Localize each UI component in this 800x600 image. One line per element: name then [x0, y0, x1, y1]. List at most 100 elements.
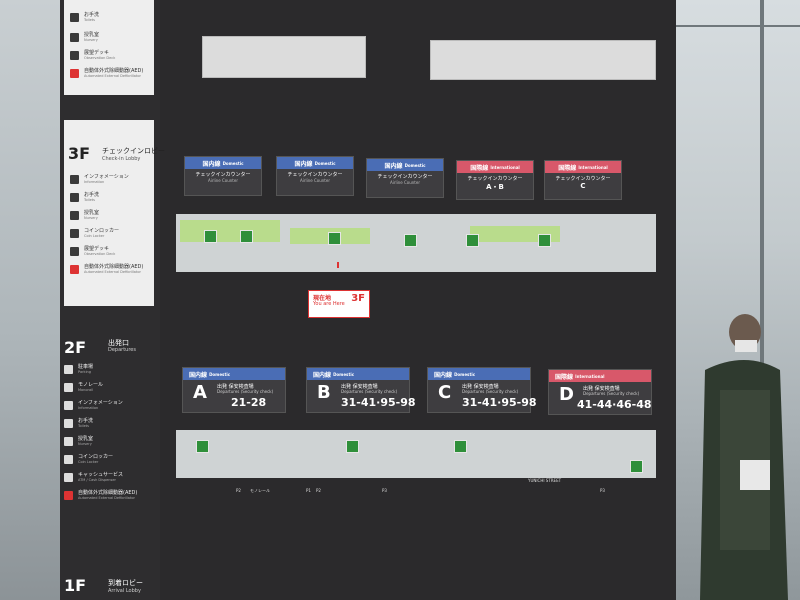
gate-title: 出発 保安検査場	[341, 384, 378, 390]
aed-icon	[64, 491, 73, 500]
gate-numbers: 41-44·46-48	[577, 398, 652, 411]
legend-sublabel: Toilets	[84, 198, 95, 202]
legend-sublabel: Toilets	[78, 424, 89, 428]
checkin-counter-card: 国内線 Domestic チェックインカウンター Airline Counter	[366, 158, 444, 198]
gate-subtitle: Departures (Security check)	[583, 391, 640, 396]
card-title: チェックインカウンター	[287, 172, 343, 178]
card-header-jp: 国内線	[384, 162, 403, 170]
checkin-counter-card: 国際線 International チェックインカウンター A・B	[456, 160, 534, 200]
window-frame	[760, 0, 764, 600]
locker-icon	[70, 229, 79, 238]
legend-label: 自動体外式除細動器(AED)	[84, 264, 144, 270]
card-header-en: Domestic	[454, 371, 476, 377]
legend-4f-panel: お手洗 Toilets 授乳室 Nursery 展望デッキ Observatio…	[64, 0, 154, 95]
gate-letter: A	[193, 382, 207, 403]
departures-icon	[630, 460, 643, 473]
nursery-icon	[64, 437, 73, 446]
card-subtitle: Airline Counter	[390, 180, 420, 185]
card-title: チェックインカウンター	[377, 174, 433, 180]
nursery-icon	[70, 211, 79, 220]
monorail-icon	[64, 383, 73, 392]
you-are-here-floor: 3F	[351, 293, 365, 304]
card-header-en: Domestic	[222, 160, 244, 166]
atm-icon	[64, 473, 73, 482]
departure-gate-card: 国内線 Domestic A 出発 保安検査場 Departures (Secu…	[182, 367, 286, 413]
map-area-green	[470, 226, 560, 242]
legend-label: 自動体外式除細動器(AED)	[78, 490, 138, 496]
legend-sublabel: Nursery	[78, 442, 92, 446]
floor-title: 出発口	[108, 339, 129, 347]
gate-subtitle: Departures (Security check)	[217, 389, 274, 394]
aed-icon	[70, 69, 79, 78]
card-header-en: Domestic	[314, 160, 336, 166]
checkin-icon	[204, 230, 217, 243]
location-pin-icon	[337, 262, 339, 268]
card-subtitle: Airline Counter	[208, 178, 238, 183]
floor-number: 1F	[64, 576, 87, 595]
card-title: チェックインカウンター	[555, 176, 611, 182]
map-area-green	[180, 220, 280, 242]
aed-icon	[70, 265, 79, 274]
checkin-counter-card: 国際線 International チェックインカウンター C	[544, 160, 622, 200]
card-title: チェックインカウンター	[467, 176, 523, 182]
you-are-here-en: You are Here	[313, 301, 345, 307]
nursery-icon	[70, 33, 79, 42]
person-photo	[700, 314, 788, 600]
checkin-counter-card: 国内線 Domestic チェックインカウンター Airline Counter	[276, 156, 354, 196]
gate-letter: B	[317, 382, 331, 403]
legend-label: 展望デッキ	[84, 50, 110, 56]
floor-guide-board	[160, 0, 676, 600]
card-header-en: Domestic	[209, 371, 231, 377]
legend-label: お手洗	[78, 418, 94, 424]
legend-label: 授乳室	[84, 210, 100, 216]
legend-label: 駐車場	[78, 364, 94, 370]
card-header-jp: 国内線	[294, 160, 313, 168]
legend-label: 展望デッキ	[84, 246, 110, 252]
observation-icon	[70, 51, 79, 60]
parking-label: P2	[236, 488, 241, 493]
parking-label: P3	[382, 488, 387, 493]
checkin-counter-card: 国内線 Domestic チェックインカウンター Airline Counter	[184, 156, 262, 196]
card-header-jp: 国内線	[434, 371, 453, 379]
gate-title: 出発 保安検査場	[217, 384, 254, 390]
monorail-label: モノレール	[250, 488, 270, 493]
card-header-jp: 国内線	[202, 160, 221, 168]
window-frame-top	[676, 25, 800, 27]
checkin-icon	[466, 234, 479, 247]
card-header-en: International	[578, 164, 608, 170]
card-header-jp: 国際線	[555, 373, 574, 381]
restroom-icon	[70, 193, 79, 202]
gate-subtitle: Departures (Security check)	[462, 389, 519, 394]
floor-subtitle: Arrival Lobby	[108, 588, 141, 594]
floor-title: 到着ロビー	[108, 579, 143, 587]
checkin-icon	[328, 232, 341, 245]
floor-title: チェックインロビー	[102, 147, 165, 155]
legend-sublabel: Monorail	[78, 388, 94, 392]
legend-sublabel: ATM / Cash Dispenser	[78, 478, 116, 482]
floor-number: 3F	[68, 144, 91, 163]
card-header-jp: 国際線	[558, 164, 577, 172]
info-icon	[70, 175, 79, 184]
legend-sidebar: お手洗 Toilets 授乳室 Nursery 展望デッキ Observatio…	[60, 0, 165, 600]
legend-sublabel: Toilets	[84, 18, 95, 22]
locker-icon	[64, 455, 73, 464]
card-header-en: International	[490, 164, 520, 170]
legend-label: インフォメーション	[78, 400, 123, 406]
street-label: YUNICHI STREET	[528, 478, 562, 483]
card-title: チェックインカウンター	[195, 172, 251, 178]
floor-map-4f-left	[202, 36, 366, 78]
parking-icon	[64, 365, 73, 374]
departures-icon	[196, 440, 209, 453]
card-header-jp: 国際線	[470, 164, 489, 172]
departure-gate-card: 国内線 Domestic C 出発 保安検査場 Departures (Secu…	[427, 367, 537, 413]
card-counter-letter: A・B	[486, 183, 504, 191]
card-header-jp: 国内線	[313, 371, 332, 379]
info-icon	[64, 401, 73, 410]
checkin-icon	[240, 230, 253, 243]
card-subtitle: Airline Counter	[300, 178, 330, 183]
legend-sublabel: Automated External Defibrillator	[84, 270, 141, 274]
floor-number: 2F	[64, 338, 87, 357]
gate-numbers: 21-28	[231, 396, 267, 409]
legend-label: キャッシュサービス	[78, 472, 124, 478]
